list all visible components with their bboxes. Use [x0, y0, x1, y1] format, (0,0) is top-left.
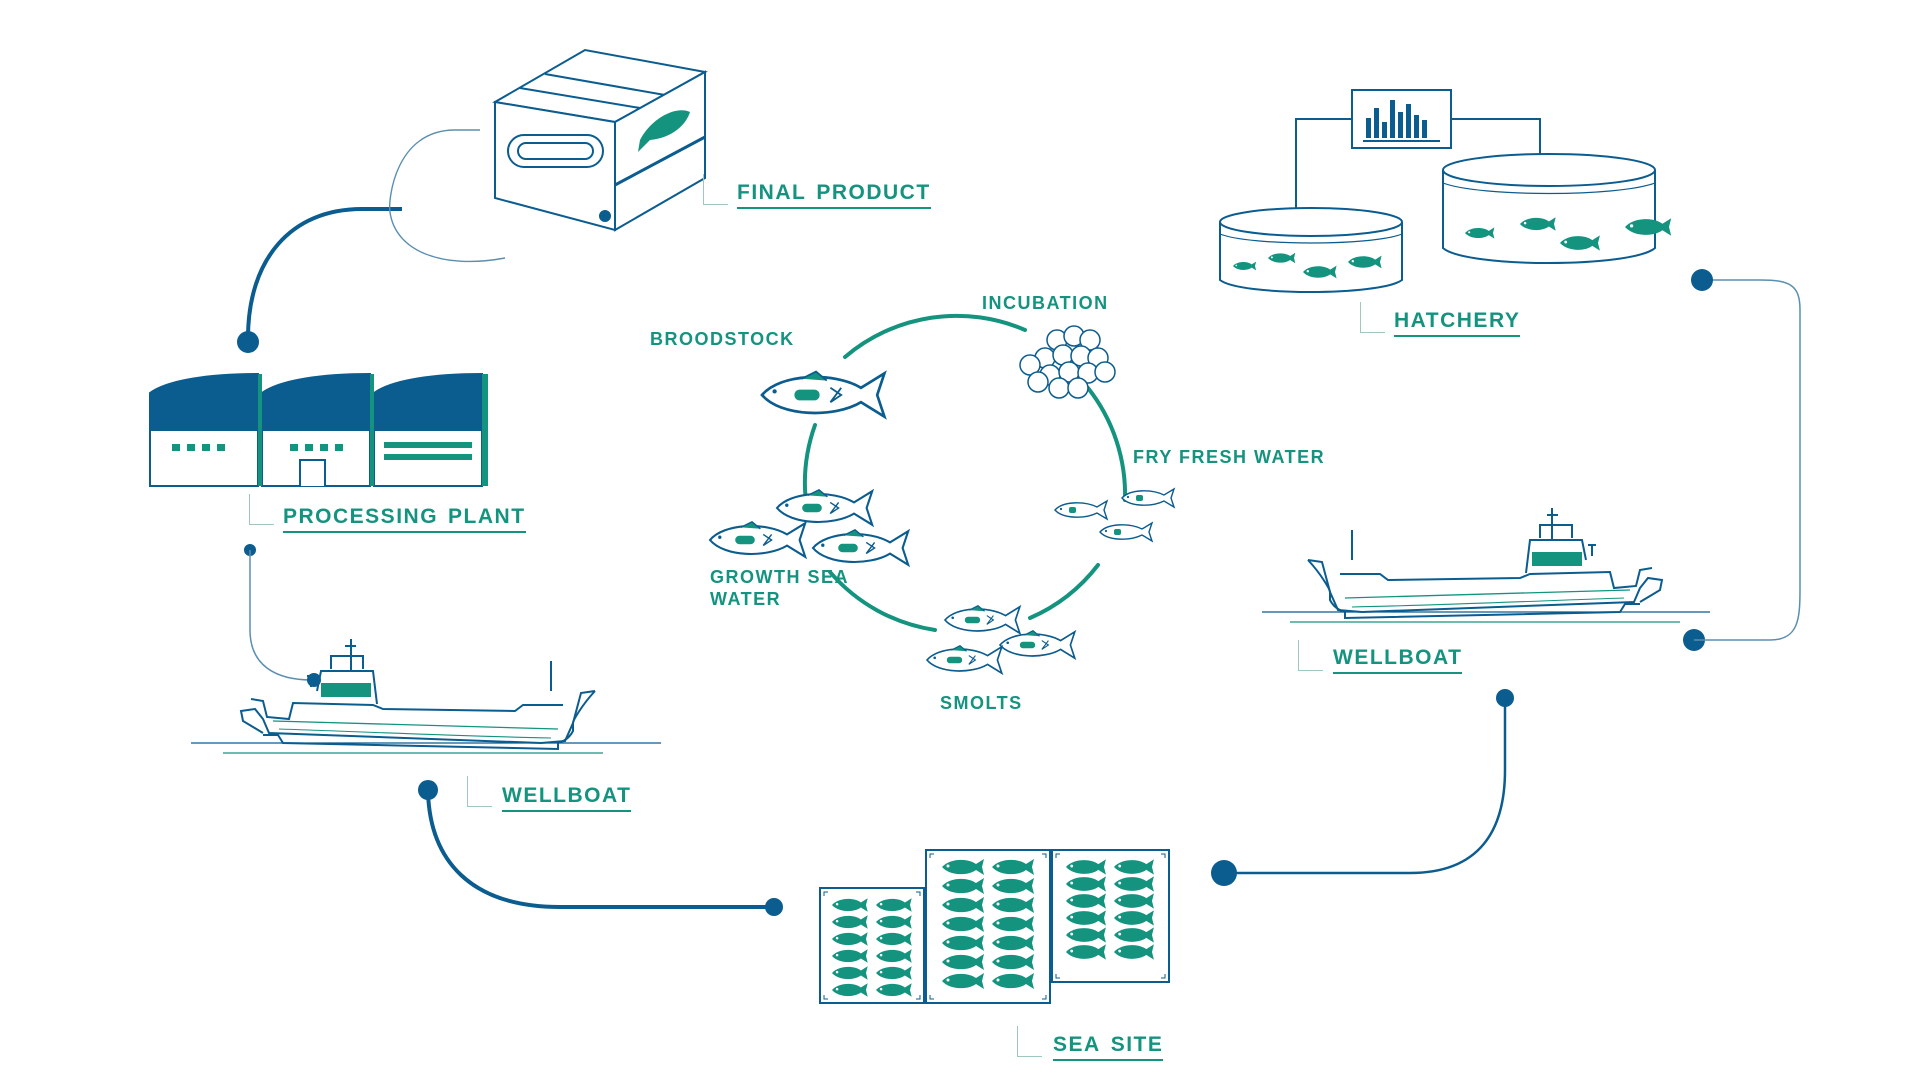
- smolt-fish: [926, 604, 1076, 675]
- eggs-icon: [1019, 325, 1116, 399]
- salmon-icon: [760, 370, 886, 418]
- label-word: WELLBOAT: [502, 784, 632, 807]
- box-icon: [492, 48, 708, 232]
- location-label-processing-plant: PROCESSING PLANT: [283, 504, 526, 533]
- fry-fish: [1054, 488, 1175, 542]
- monitor-icon: [1351, 89, 1452, 149]
- wellboat-icon: [191, 639, 661, 754]
- label-bracket: [1017, 1026, 1042, 1057]
- connector-lines: [237, 129, 1801, 916]
- stage-label-growth-sea-water: GROWTH SEA WATER: [710, 566, 849, 610]
- growth-fish: [708, 488, 910, 566]
- processing-plant-icon: [149, 372, 488, 487]
- location-label-wellboat-left: WELLBOAT: [502, 783, 632, 812]
- label-bracket: [249, 494, 274, 525]
- label-word: SITE: [1110, 1033, 1164, 1056]
- label-word: SEA: [1053, 1033, 1101, 1056]
- label-word: HATCHERY: [1394, 309, 1521, 332]
- label-bracket: [1360, 302, 1385, 333]
- label-bracket: [467, 776, 492, 807]
- label-word: PLANT: [448, 505, 526, 528]
- stage-label-broodstock: BROODSTOCK: [650, 329, 795, 349]
- label-word: FINAL: [737, 181, 807, 204]
- label-word: PROCESSING: [283, 505, 439, 528]
- stage-label-fry-fresh-water: FRY FRESH WATER: [1133, 447, 1326, 467]
- stage-label-incubation: INCUBATION: [982, 293, 1109, 313]
- label-bracket: [703, 174, 728, 205]
- sea-cage-icon: [819, 849, 1170, 1004]
- stage-label-smolts: SMOLTS: [940, 693, 1023, 713]
- location-label-final-product: FINAL PRODUCT: [737, 180, 931, 209]
- location-label-hatchery: HATCHERY: [1394, 308, 1521, 337]
- label-bracket: [1298, 640, 1323, 671]
- wellboat-icon: [1262, 508, 1710, 623]
- location-label-wellboat-right: WELLBOAT: [1333, 645, 1463, 674]
- growth-line-2: WATER: [710, 589, 782, 609]
- hatchery-tank-icon: [1219, 118, 1656, 293]
- location-label-sea-site: SEA SITE: [1053, 1032, 1164, 1061]
- growth-line-1: GROWTH SEA: [710, 567, 849, 587]
- label-word: PRODUCT: [816, 181, 931, 204]
- label-word: WELLBOAT: [1333, 646, 1463, 669]
